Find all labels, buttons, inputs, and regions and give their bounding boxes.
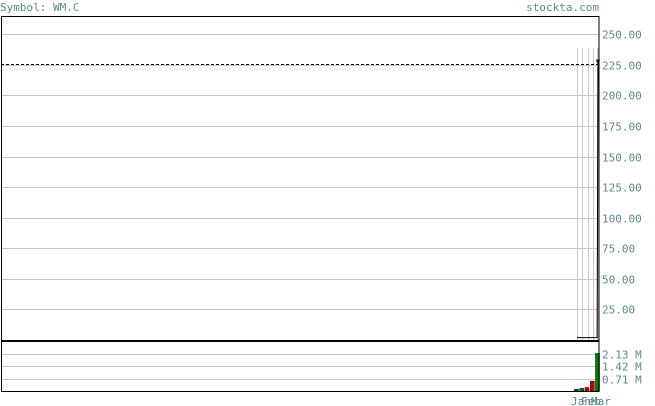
volume-tick-label: 0.71 M xyxy=(602,374,642,387)
price-tick-label: 175.00 xyxy=(602,121,642,134)
price-panel: 25.00 50.00 75.00 100.00 125.00 150.00 175.00 2… xyxy=(1,16,642,341)
price-tick-label: 250.00 xyxy=(602,29,642,42)
volume-bar xyxy=(584,387,590,392)
price-tick-label: 75.00 xyxy=(602,243,635,256)
volume-bar xyxy=(579,388,585,392)
price-frame xyxy=(1,16,600,341)
volume-bar xyxy=(590,381,595,392)
x-tick-label: Feb xyxy=(581,395,601,406)
price-series-line xyxy=(577,63,599,339)
site-label: stockta.com xyxy=(526,1,599,14)
price-tick-label: 125.00 xyxy=(602,182,642,195)
volume-bar xyxy=(574,388,579,392)
volume-frame xyxy=(1,341,600,392)
symbol-label: Symbol: WM.C xyxy=(0,1,79,14)
price-tick-label: 200.00 xyxy=(602,90,642,103)
volume-tick-label: 2.13 M xyxy=(602,349,642,362)
price-tick-label: 100.00 xyxy=(602,213,642,226)
price-tick-label: 25.00 xyxy=(602,304,635,317)
x-tick-label: Jan xyxy=(571,395,591,406)
x-tick-label: Mar xyxy=(591,395,611,406)
price-tick-label: 225.00 xyxy=(602,60,642,73)
volume-tick-label: 1.42 M xyxy=(602,361,642,374)
price-tick-label: 150.00 xyxy=(602,152,642,165)
price-tick-label: 50.00 xyxy=(602,274,635,287)
